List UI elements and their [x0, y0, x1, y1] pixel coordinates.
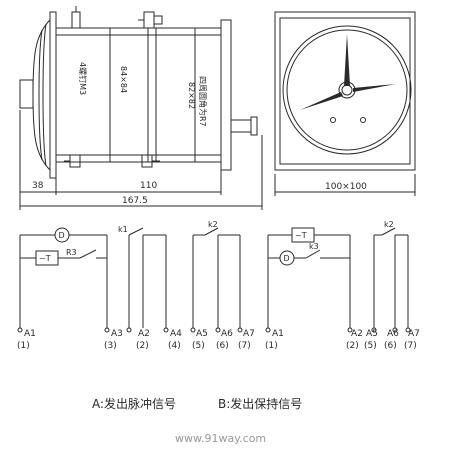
terminal-dots-a [17, 327, 243, 333]
pin-1: (1) [17, 341, 30, 351]
pointer-left [300, 92, 343, 110]
terminal-dots-b [265, 327, 411, 333]
adjust-screw-right [360, 117, 366, 123]
side-view: 4螺钉M3 84×84 82×82 四周圆角为R7 38 110 167.5 [19, 6, 263, 210]
pin-b-7: (7) [404, 341, 417, 351]
dome-outline [32, 19, 51, 171]
adjust-screw-left [330, 117, 336, 123]
term-a1: A1 [24, 329, 36, 339]
front-dim-label: 38 [32, 181, 44, 191]
t-label-b: ~T [295, 231, 307, 240]
circuit-b: ~T D k3 k2 A1 A2 A5 A6 A7 (1) (2) (5 [265, 220, 420, 351]
pin-5: (5) [192, 341, 205, 351]
dial-circle [282, 25, 412, 155]
term-b-a6: A6 [387, 329, 399, 339]
k1-label: k1 [118, 225, 128, 234]
rear-terminal [230, 119, 252, 133]
term-b-a5: A5 [366, 329, 378, 339]
k2-label-b: k2 [384, 220, 394, 229]
pin-b-6: (6) [384, 341, 397, 351]
panel-dim-label: 82×82 [187, 82, 196, 109]
term-a4: A4 [170, 329, 182, 339]
term-a2: A2 [138, 329, 150, 339]
pin-b-2: (2) [346, 341, 359, 351]
d-label-b: D [284, 254, 290, 263]
t-label-a: ~T [39, 254, 51, 263]
rear-cap [220, 19, 232, 171]
pointer-right [353, 84, 396, 92]
front-face-outline [274, 11, 416, 171]
caption-a: A:发出脉冲信号 [92, 396, 176, 411]
face-dim-label: 100×100 [325, 182, 367, 192]
term-b-a7: A7 [408, 329, 420, 339]
switch-r3 [79, 249, 97, 259]
pin-3: (3) [104, 341, 117, 351]
switch-k1 [128, 227, 144, 236]
pin-b-5: (5) [364, 341, 377, 351]
k2-label-a: k2 [208, 220, 218, 229]
screw-label: 4螺钉M3 [78, 62, 88, 95]
screw-top-right [138, 11, 163, 29]
caption-b: B:发出保持信号 [218, 396, 302, 411]
pointer-up [344, 34, 350, 86]
circuit-a: D ~T R3 k1 k2 [17, 220, 255, 351]
d-label-a: D [59, 231, 65, 240]
pin-2: (2) [136, 341, 149, 351]
corner-label: 四周圆角为R7 [198, 76, 208, 127]
k3-label: k3 [309, 242, 319, 251]
term-a7: A7 [243, 329, 255, 339]
front-plate [49, 11, 57, 179]
screw-bottom-right [141, 154, 160, 168]
switch-k2-b [381, 227, 396, 236]
pin-6: (6) [216, 341, 229, 351]
switch-k3 [305, 249, 321, 259]
front-view: 100×100 [274, 11, 416, 196]
stub [19, 79, 34, 109]
total-dim-label: 167.5 [122, 196, 148, 206]
r3-label: R3 [66, 248, 77, 257]
switch-k2-a [204, 227, 219, 236]
pin-7: (7) [238, 341, 251, 351]
hub [338, 81, 356, 99]
body-dim-label: 84×84 [119, 66, 128, 93]
screw-bottom-left [64, 154, 81, 168]
pin-b-1: (1) [265, 341, 278, 351]
term-b-a2: A2 [351, 329, 363, 339]
term-a6: A6 [221, 329, 233, 339]
term-a5: A5 [196, 329, 208, 339]
term-b-a1: A1 [272, 329, 284, 339]
screw-top-left [71, 6, 81, 29]
length-dim-label: 110 [140, 181, 157, 191]
dimension-lines [19, 110, 263, 210]
term-a3: A3 [111, 329, 123, 339]
pin-4: (4) [168, 341, 181, 351]
watermark: www.91way.com [175, 432, 266, 445]
